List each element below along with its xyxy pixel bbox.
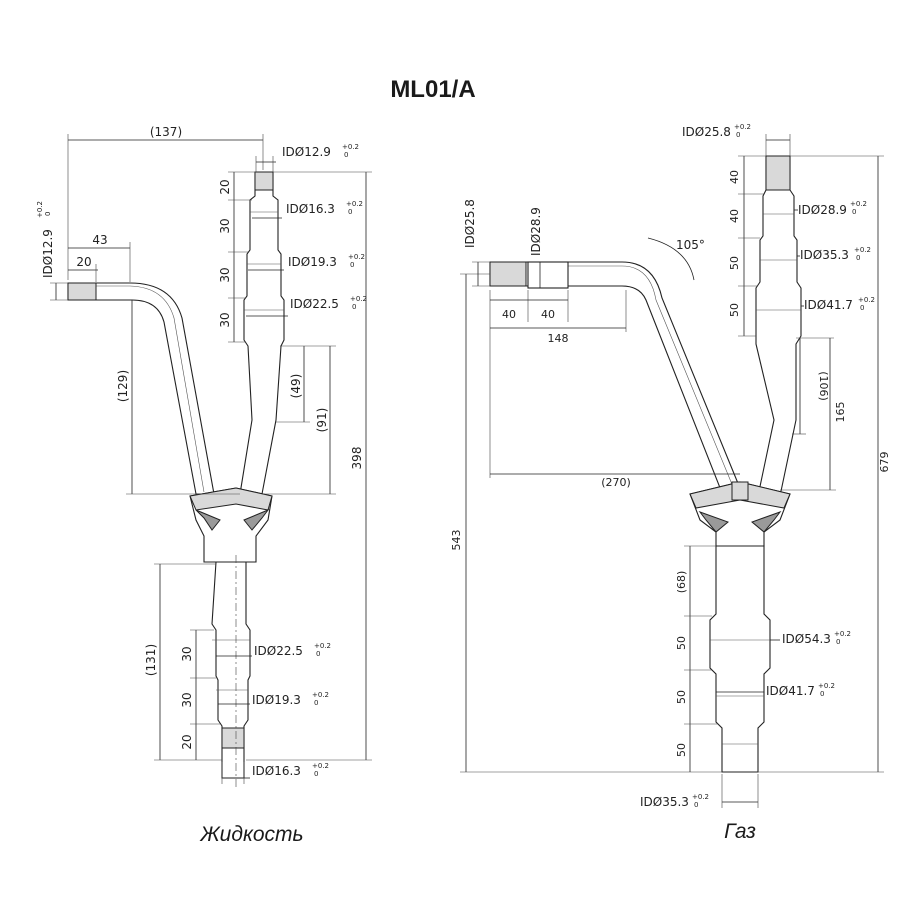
- liquid-dim-20-bottom: 20: [180, 734, 194, 749]
- svg-text:0: 0: [694, 801, 698, 809]
- svg-text:0: 0: [820, 690, 824, 698]
- liquid-dim-398: 398: [350, 447, 364, 470]
- liquid-id-top: IDØ12.9: [282, 145, 331, 159]
- gas-id-left-stub: IDØ25.8: [463, 199, 477, 248]
- gas-dim-270: (270): [601, 476, 631, 489]
- liquid-id-bottom: IDØ16.3: [252, 764, 301, 778]
- liquid-dim-91: (91): [315, 408, 329, 433]
- liquid-id-22-5-lower: IDØ22.5: [254, 644, 303, 658]
- gas-id-28-9: IDØ28.9: [798, 203, 847, 217]
- liquid-dim-30-e: 30: [180, 692, 194, 707]
- gas-id-bottom: IDØ35.3: [640, 795, 689, 809]
- gas-dim-50-a: 50: [728, 256, 741, 270]
- gas-upper-trunk: [755, 155, 802, 497]
- gas-id-41-7-lower: IDØ41.7: [766, 684, 815, 698]
- svg-text:0: 0: [314, 699, 318, 707]
- gas-dim-105-deg: 105°: [676, 238, 705, 252]
- svg-text:+0.2: +0.2: [36, 201, 44, 218]
- liquid-id-19-3-lower: IDØ19.3: [252, 693, 301, 707]
- drawing-title: ML01/A: [390, 76, 475, 103]
- liquid-branch-drawing: (137) 43 20 20 30 30 30 (129) (49) (91): [36, 125, 372, 846]
- gas-dim-50-c: 50: [675, 636, 688, 650]
- svg-text:+0.2: +0.2: [312, 691, 329, 699]
- svg-text:0: 0: [44, 212, 52, 216]
- svg-text:+0.2: +0.2: [692, 793, 709, 801]
- gas-dim-50-e: 50: [675, 743, 688, 757]
- svg-text:0: 0: [348, 208, 352, 216]
- svg-text:+0.2: +0.2: [314, 642, 331, 650]
- liquid-right-branch: [239, 171, 285, 495]
- liquid-dim-30-a: 30: [218, 218, 232, 233]
- svg-text:0: 0: [852, 208, 856, 216]
- svg-text:0: 0: [856, 254, 860, 262]
- svg-text:+0.2: +0.2: [342, 143, 359, 151]
- svg-text:0: 0: [352, 303, 356, 311]
- svg-text:+0.2: +0.2: [350, 295, 367, 303]
- svg-text:+0.2: +0.2: [348, 253, 365, 261]
- gas-id-35-3-upper: IDØ35.3: [800, 248, 849, 262]
- gas-dim-679: 679: [878, 452, 891, 473]
- gas-caption: Газ: [724, 820, 756, 843]
- liquid-dim-20-left: 20: [76, 255, 91, 269]
- gas-id-54-3: IDØ54.3: [782, 632, 831, 646]
- gas-dim-106: (106): [817, 371, 830, 401]
- svg-text:+0.2: +0.2: [346, 200, 363, 208]
- gas-dim-40-b: 40: [541, 308, 555, 321]
- gas-dim-40-a: 40: [502, 308, 516, 321]
- liquid-id-16-3-upper: IDØ16.3: [286, 202, 335, 216]
- gas-id-top: IDØ25.8: [682, 125, 731, 139]
- svg-text:+0.2: +0.2: [850, 200, 867, 208]
- liquid-dim-131: (131): [144, 644, 158, 676]
- svg-text:0: 0: [314, 770, 318, 778]
- liquid-dim-30-d: 30: [180, 646, 194, 661]
- liquid-id-left-stub: IDØ12.9: [41, 229, 55, 278]
- gas-id-left-coupling: IDØ28.9: [529, 207, 543, 256]
- svg-text:+0.2: +0.2: [818, 682, 835, 690]
- gas-id-41-7-upper: IDØ41.7: [804, 298, 853, 312]
- liquid-id-22-5-upper: IDØ22.5: [290, 297, 339, 311]
- gas-branch-drawing: 105° 40 40 148 (270) 543 IDØ25.8 IDØ28.9: [450, 123, 891, 843]
- gas-dim-40-second: 40: [728, 209, 741, 223]
- svg-text:0: 0: [860, 304, 864, 312]
- liquid-caption: Жидкость: [199, 823, 303, 846]
- svg-text:0: 0: [736, 131, 740, 139]
- svg-text:+0.2: +0.2: [734, 123, 751, 131]
- liquid-id-19-3-upper: IDØ19.3: [288, 255, 337, 269]
- liquid-dim-137: (137): [150, 125, 182, 139]
- liquid-bottom-stub: [221, 727, 245, 749]
- gas-dim-50-d: 50: [675, 690, 688, 704]
- gas-dim-68: (68): [675, 571, 688, 594]
- gas-dim-40-top: 40: [728, 170, 741, 184]
- svg-text:0: 0: [836, 638, 840, 646]
- gas-left-coupling: [527, 261, 569, 289]
- svg-text:0: 0: [344, 151, 348, 159]
- liquid-top-stub: [254, 171, 274, 191]
- gas-left-stub: [489, 261, 527, 287]
- gas-dim-148: 148: [548, 332, 569, 345]
- gas-bottom-trunk: [709, 545, 771, 773]
- liquid-dim-30-c: 30: [218, 312, 232, 327]
- liquid-dim-129: (129): [116, 370, 130, 402]
- gas-dim-165: 165: [834, 402, 847, 423]
- svg-text:+0.2: +0.2: [834, 630, 851, 638]
- liquid-left-stub: [67, 282, 97, 301]
- svg-text:+0.2: +0.2: [312, 762, 329, 770]
- svg-text:0: 0: [350, 261, 354, 269]
- gas-dim-543: 543: [450, 530, 463, 551]
- svg-text:+0.2: +0.2: [858, 296, 875, 304]
- liquid-left-branch: [67, 282, 215, 495]
- liquid-dim-30-b: 30: [218, 267, 232, 282]
- liquid-dim-49: (49): [289, 374, 303, 399]
- svg-text:0: 0: [316, 650, 320, 658]
- gas-top-stub: [765, 155, 791, 191]
- svg-text:+0.2: +0.2: [854, 246, 871, 254]
- liquid-dim-43: 43: [92, 233, 107, 247]
- gas-dim-50-b: 50: [728, 303, 741, 317]
- liquid-dim-20-top: 20: [218, 179, 232, 194]
